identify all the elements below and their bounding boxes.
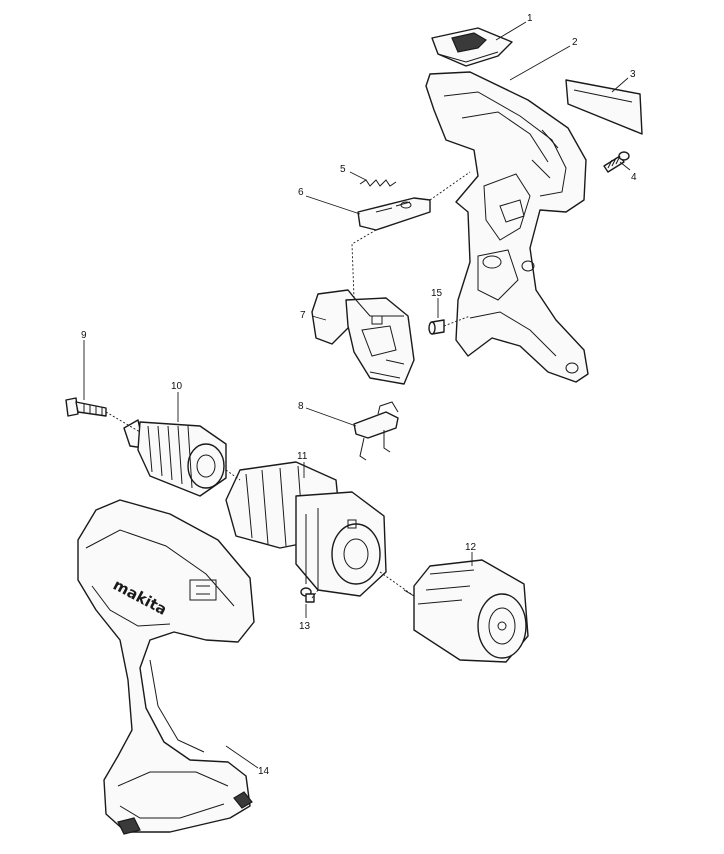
callout-6: 6 (298, 187, 304, 198)
part-8-terminal (353, 401, 399, 461)
part-14-housing-set: makita (77, 499, 255, 835)
callout-10: 10 (171, 381, 183, 392)
part-3-label-plate (565, 79, 643, 135)
part-7-switch-assembly (311, 289, 415, 385)
callout-15: 15 (431, 288, 443, 299)
part-4-screw (603, 151, 630, 173)
callout-8: 8 (298, 401, 304, 412)
part-13-screw (300, 587, 315, 603)
callout-5: 5 (340, 164, 346, 175)
callout-9: 9 (81, 330, 87, 341)
part-11-gear-assembly (225, 461, 387, 597)
callout-1: 1 (527, 13, 533, 24)
leader-lines (83, 21, 631, 769)
callout-2: 2 (572, 37, 578, 48)
part-2-housing-half (425, 71, 589, 383)
part-5-spring (359, 179, 397, 187)
part-15-pin (428, 319, 445, 335)
callout-labels: 1 2 3 4 5 6 7 8 9 10 11 12 13 14 15 (81, 13, 637, 777)
callout-13: 13 (299, 621, 311, 632)
callout-11: 11 (297, 451, 308, 462)
part-10-drill-chuck (123, 419, 227, 497)
part-1-switch-cap (431, 27, 513, 67)
callout-7: 7 (300, 310, 306, 321)
part-6-reversing-lever (357, 197, 431, 231)
callout-4: 4 (631, 172, 637, 183)
part-12-motor (403, 559, 529, 663)
part-9-bolt (65, 397, 107, 417)
callout-14: 14 (258, 766, 270, 777)
callout-3: 3 (630, 69, 636, 80)
callout-12: 12 (465, 542, 477, 553)
